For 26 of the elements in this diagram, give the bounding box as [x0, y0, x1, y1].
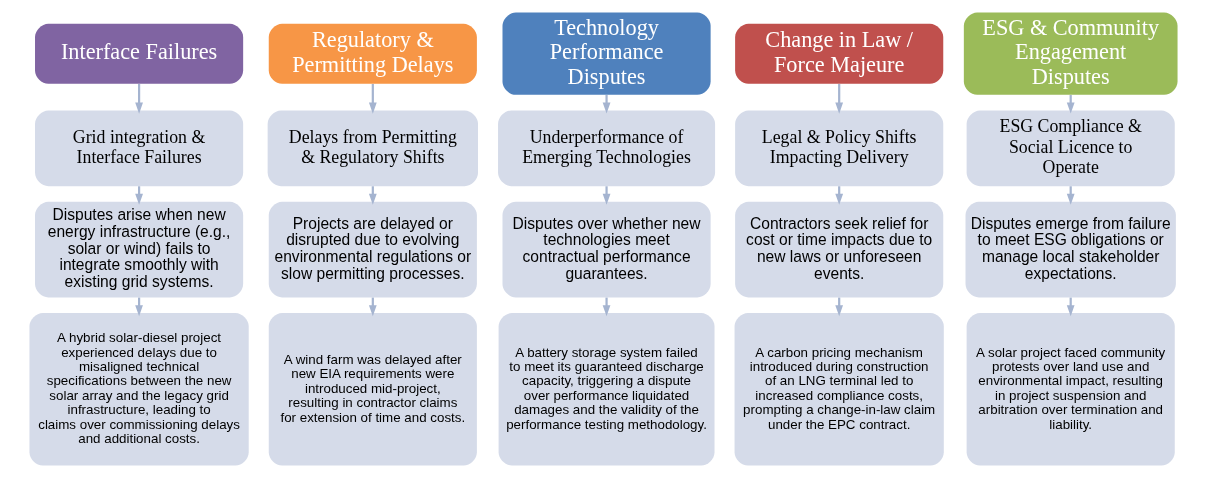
node-box: Disputes over whether new technologies meet contractual performance guarantees.	[502, 201, 711, 298]
arrow	[368, 84, 377, 114]
arrow	[602, 186, 610, 205]
node-box: Legal & Policy Shifts Impacting Delivery	[734, 110, 943, 187]
node-box: Technology Performance Disputes	[502, 12, 711, 95]
node-box: ESG & Community Engagement Disputes	[963, 12, 1178, 95]
node-box: Regulatory & Permitting Delays	[268, 23, 477, 84]
node-box: ESG Compliance & Social Licence to Operate	[966, 110, 1175, 187]
node-box: Change in Law / Force Majeure	[734, 23, 943, 84]
node-box: Disputes emerge from failure to meet ESG obligations or manage local stakeholder expectations.	[965, 201, 1176, 298]
node-box: Underperformance of Emerging Technologies	[497, 110, 715, 187]
node-box: A wind farm was delayed after new EIA requirements were introduced mid-project, resulting in contractor claims for extension of time and costs.	[268, 313, 477, 466]
node-box: Delays from Permitting & Regulatory Shifts	[267, 110, 478, 187]
node-box: A carbon pricing mechanism introduced during construction of an LNG terminal led to increased compliance costs, prompting a change-in-law claim under the EPC contract.	[734, 313, 944, 466]
node-box: A solar project faced community protests over land use and environmental impact, resulting in project suspension and arbitration over termination and liability.	[966, 313, 1175, 466]
arrow	[602, 297, 610, 317]
arrow	[834, 84, 843, 114]
node-box: A hybrid solar-diesel project experienced delays due to misaligned technical specifications between the new solar array and the legacy grid infrastructure, leading to claims over commissioning delays and additional costs.	[28, 313, 249, 466]
arrow	[602, 95, 610, 114]
node-box: A battery storage system failed to meet its guaranteed discharge capacity, triggering a dispute over performance liquidated damages and the validity of the performance testing methodology.	[498, 313, 715, 466]
node-box: Projects are delayed or disrupted due to evolving environmental regulations or slow permitting processes.	[268, 201, 477, 298]
arrow	[134, 84, 143, 114]
node-box: Contractors seek relief for cost or time impacts due to new laws or unforeseen events.	[734, 201, 943, 298]
node-box: Disputes arise when new energy infrastructure (e.g., solar or wind) fails to integrate smoothly with existing grid systems.	[34, 201, 243, 298]
node-box: Interface Failures	[34, 23, 243, 84]
node-box: Grid integration & Interface Failures	[34, 110, 243, 187]
